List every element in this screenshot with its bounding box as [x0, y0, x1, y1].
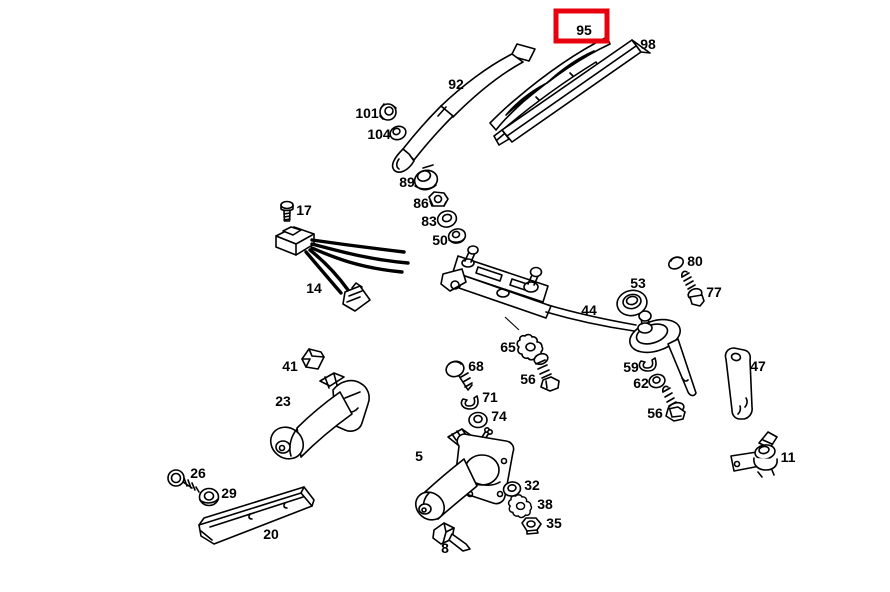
part-label-62[interactable]: 62 — [633, 375, 649, 391]
part-drawing-92-wiper-arm — [391, 43, 536, 173]
part-label-26[interactable]: 26 — [190, 465, 206, 481]
part-drawing-8-connector — [432, 522, 471, 552]
part-drawing-98-wiper-blade-refill — [493, 39, 651, 146]
part-labels-layer: 9598921011048986835017144453807765566871… — [190, 22, 795, 556]
part-drawing-41-cap — [301, 348, 325, 370]
part-drawing-104-washer — [389, 125, 407, 141]
part-label-59[interactable]: 59 — [623, 359, 639, 375]
part-drawing-44-linkage — [440, 245, 697, 397]
part-drawing-35-nut — [521, 517, 542, 535]
part-label-53[interactable]: 53 — [630, 275, 646, 291]
part-drawing-38-lock-washer — [507, 494, 533, 519]
part-drawing-89-cap-nut — [413, 169, 439, 191]
part-drawing-86-nut — [428, 191, 449, 207]
part-label-86[interactable]: 86 — [413, 195, 429, 211]
part-label-38[interactable]: 38 — [537, 496, 553, 512]
part-drawing-20-cover — [198, 486, 315, 545]
part-label-92[interactable]: 92 — [448, 76, 464, 92]
part-label-29[interactable]: 29 — [221, 485, 237, 501]
part-label-17[interactable]: 17 — [296, 202, 312, 218]
part-drawing-71-lock-washer — [460, 395, 479, 410]
part-label-35[interactable]: 35 — [546, 515, 562, 531]
part-drawing-59-lock-washer — [638, 357, 657, 372]
part-label-32[interactable]: 32 — [524, 477, 540, 493]
part-drawing-14-wiring-harness — [275, 226, 410, 312]
part-drawing-74-washer — [468, 411, 488, 429]
part-label-14[interactable]: 14 — [306, 280, 322, 296]
part-drawing-101-nut — [379, 103, 397, 121]
part-drawing-77-screw — [681, 270, 705, 307]
part-label-71[interactable]: 71 — [482, 389, 498, 405]
part-drawing-26-screw — [167, 469, 200, 493]
part-label-101[interactable]: 101 — [355, 105, 379, 121]
part-drawing-68-bolt — [445, 360, 473, 391]
part-drawing-5-wiper-motor — [414, 426, 515, 521]
part-label-41[interactable]: 41 — [282, 358, 298, 374]
part-label-8[interactable]: 8 — [441, 540, 449, 556]
part-drawing-17-screw — [280, 200, 294, 222]
part-label-68[interactable]: 68 — [468, 358, 484, 374]
highlight-box-part-95[interactable] — [553, 8, 610, 44]
part-label-56-right[interactable]: 56 — [647, 405, 663, 421]
part-label-47[interactable]: 47 — [750, 358, 766, 374]
part-label-74[interactable]: 74 — [491, 408, 507, 424]
part-label-20[interactable]: 20 — [263, 526, 279, 542]
part-drawing-53-grommet — [616, 289, 648, 317]
part-drawing-56-bolt-right — [662, 385, 686, 422]
part-drawing-29-washer — [198, 487, 220, 507]
part-label-56-left[interactable]: 56 — [520, 371, 536, 387]
part-drawing-56-bolt-left — [533, 352, 560, 392]
part-label-83[interactable]: 83 — [421, 213, 437, 229]
part-drawing-50-washer — [447, 228, 467, 244]
part-drawing-23-wiper-motor — [269, 372, 370, 460]
part-drawing-80-cap — [668, 256, 684, 270]
part-drawing-83-washer — [436, 210, 458, 228]
part-label-89[interactable]: 89 — [399, 174, 415, 190]
part-label-80[interactable]: 80 — [687, 253, 703, 269]
part-label-98[interactable]: 98 — [640, 36, 656, 52]
part-label-5[interactable]: 5 — [415, 448, 423, 464]
part-label-95[interactable]: 95 — [576, 22, 592, 38]
part-label-77[interactable]: 77 — [706, 284, 722, 300]
part-label-11[interactable]: 11 — [781, 449, 796, 465]
part-label-104[interactable]: 104 — [367, 126, 391, 142]
part-label-50[interactable]: 50 — [432, 232, 448, 248]
part-drawing-47-strap — [724, 347, 753, 420]
part-label-23[interactable]: 23 — [275, 393, 291, 409]
part-label-44[interactable]: 44 — [581, 302, 597, 318]
part-label-65[interactable]: 65 — [500, 339, 516, 355]
part-drawing-62-washer — [648, 373, 666, 389]
part-drawing-11-pivot-bracket — [730, 431, 778, 478]
